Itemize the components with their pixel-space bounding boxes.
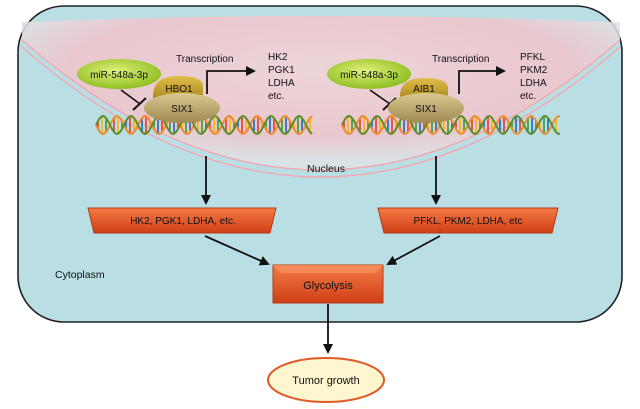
left-to-glycolysis-arrow: [204, 235, 270, 266]
right-complex: miR-548a-3p AIB1 SIX1 Transcription PFKL…: [327, 52, 548, 123]
tumor-growth-oval: [267, 357, 385, 403]
glycolysis-label: Glycolysis: [303, 280, 353, 292]
tumor-growth-label: Tumor growth: [292, 375, 359, 387]
left-target-gene: LDHA: [268, 78, 295, 89]
right-to-glycolysis-arrow: [386, 235, 441, 265]
right-mirna-label: miR-548a-3p: [340, 70, 398, 81]
left-complex: miR-548a-3p HBO1 SIX1 Transcription HK2 …: [77, 52, 295, 123]
right-enzyme-label: PFKL, PKM2, LDHA, etc: [414, 216, 523, 227]
left-target-gene: PGK1: [268, 65, 295, 76]
left-target-gene: etc.: [268, 91, 284, 102]
right-inhibition-line: [369, 89, 391, 105]
right-six1-label: SIX1: [415, 104, 437, 115]
right-six1-oval: [388, 93, 464, 123]
right-transcription-label: Transcription: [432, 54, 489, 65]
left-inhibition-line: [120, 89, 141, 105]
right-target-gene: LDHA: [520, 78, 547, 89]
right-coactivator-label: AIB1: [413, 84, 435, 95]
left-enzyme-box: HK2, PGK1, LDHA, etc.: [87, 207, 277, 234]
left-transcription-arrow: [206, 66, 256, 94]
left-mirna-label: miR-548a-3p: [90, 70, 148, 81]
left-six1-oval: [144, 93, 220, 123]
nucleus-label: Nucleus: [307, 163, 345, 175]
right-enzyme-box: PFKL, PKM2, LDHA, etc: [377, 207, 559, 234]
right-transcription-arrow: [458, 66, 506, 94]
dna-backbone: [95, 114, 313, 136]
left-mirna-oval: [77, 59, 161, 89]
left-enzyme-label: HK2, PGK1, LDHA, etc.: [130, 216, 236, 227]
dna-backbone: [341, 114, 560, 136]
right-target-gene: etc.: [520, 91, 536, 102]
cytoplasm-label: Cytoplasm: [55, 269, 105, 281]
glycolysis-box: Glycolysis: [272, 264, 384, 304]
left-six1-label: SIX1: [171, 104, 193, 115]
left-coactivator-label: HBO1: [165, 84, 193, 95]
left-transcription-label: Transcription: [176, 54, 233, 65]
left-target-gene: HK2: [268, 52, 288, 63]
right-mirna-oval: [327, 59, 411, 89]
right-target-gene: PFKL: [520, 52, 545, 63]
right-target-gene: PKM2: [520, 65, 548, 76]
